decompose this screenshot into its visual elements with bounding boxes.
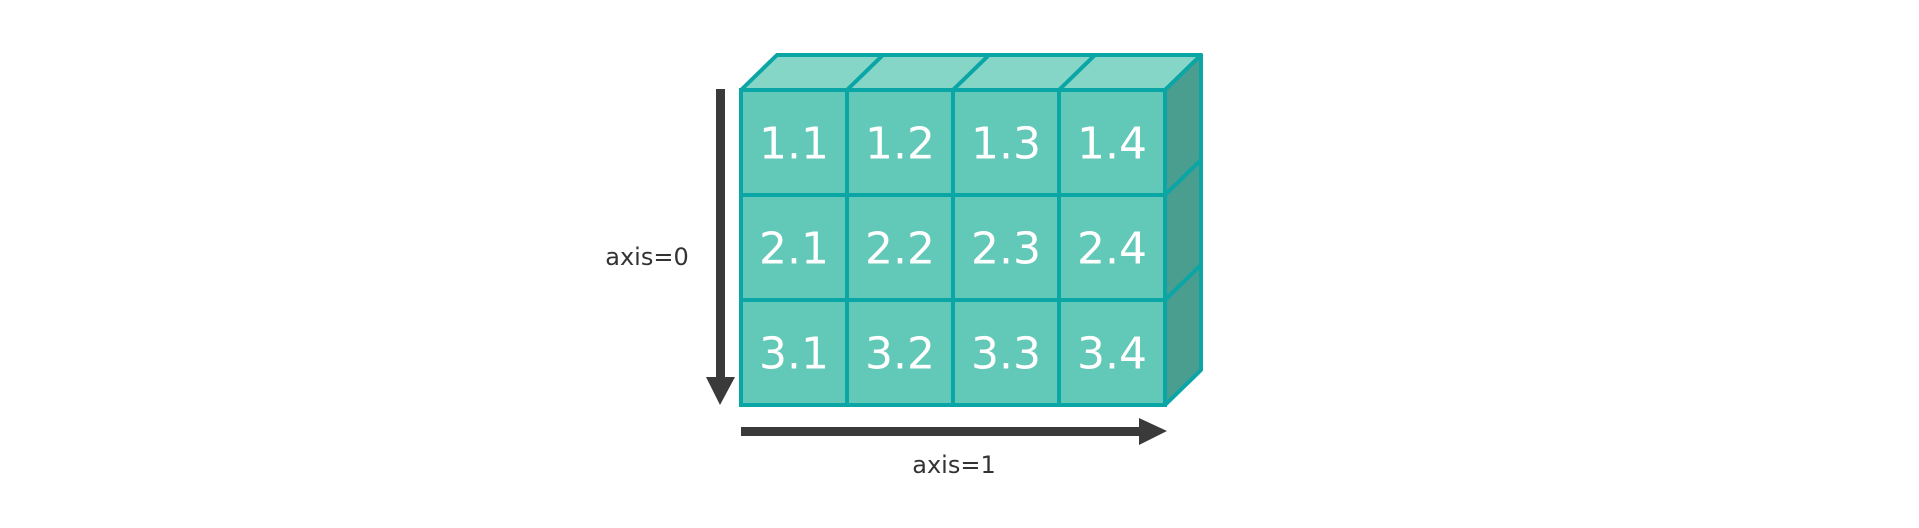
array-cell: 2.4: [1057, 193, 1167, 302]
cell-value: 2.2: [865, 224, 935, 275]
cell-value: 3.4: [1077, 329, 1147, 380]
array-grid: 1.1 1.2 1.3 1.4 2.1 2.2 2.3 2.4 3.1 3.2 3.3 3.4: [739, 88, 1167, 407]
cell-face: [1057, 298, 1167, 407]
cell-value: 1.4: [1077, 119, 1147, 170]
axis1-arrow-shaft: [741, 427, 1141, 436]
array-cell: 2.2: [845, 193, 955, 302]
axes: axis=0 axis=1: [605, 89, 1167, 479]
cell-value: 3.1: [759, 329, 829, 380]
array-cell: 1.3: [951, 88, 1061, 197]
cell-face: [951, 88, 1061, 197]
cell-face: [739, 193, 849, 302]
array-cell: 2.1: [739, 193, 849, 302]
array-cell: 1.4: [1057, 88, 1167, 197]
axis0-arrow-shaft: [716, 89, 725, 379]
array-cell: 2.3: [951, 193, 1061, 302]
cell-face: [951, 193, 1061, 302]
cell-face: [1057, 193, 1167, 302]
axis1-arrow-head: [1139, 418, 1167, 445]
array-cell: 1.1: [739, 88, 849, 197]
cell-face: [739, 298, 849, 407]
cell-value: 3.2: [865, 329, 935, 380]
array-cell: 3.3: [951, 298, 1061, 407]
array-cell: 3.4: [1057, 298, 1167, 407]
cell-value: 2.4: [1077, 224, 1147, 275]
axis0-label: axis=0: [605, 243, 688, 271]
cell-value: 1.2: [865, 119, 935, 170]
array-cell: 1.2: [845, 88, 955, 197]
axis0-arrow-head: [706, 377, 735, 405]
cube-side-faces: [1163, 53, 1203, 407]
array-cell: 3.1: [739, 298, 849, 407]
cell-face: [1057, 88, 1167, 197]
cell-face: [845, 88, 955, 197]
cell-value: 1.3: [971, 119, 1041, 170]
cell-value: 2.3: [971, 224, 1041, 275]
cell-value: 2.1: [759, 224, 829, 275]
cube-top-faces: [739, 53, 1203, 92]
array-cell: 3.2: [845, 298, 955, 407]
cell-value: 1.1: [759, 119, 829, 170]
axis1-label: axis=1: [912, 451, 995, 479]
cell-value: 3.3: [971, 329, 1041, 380]
